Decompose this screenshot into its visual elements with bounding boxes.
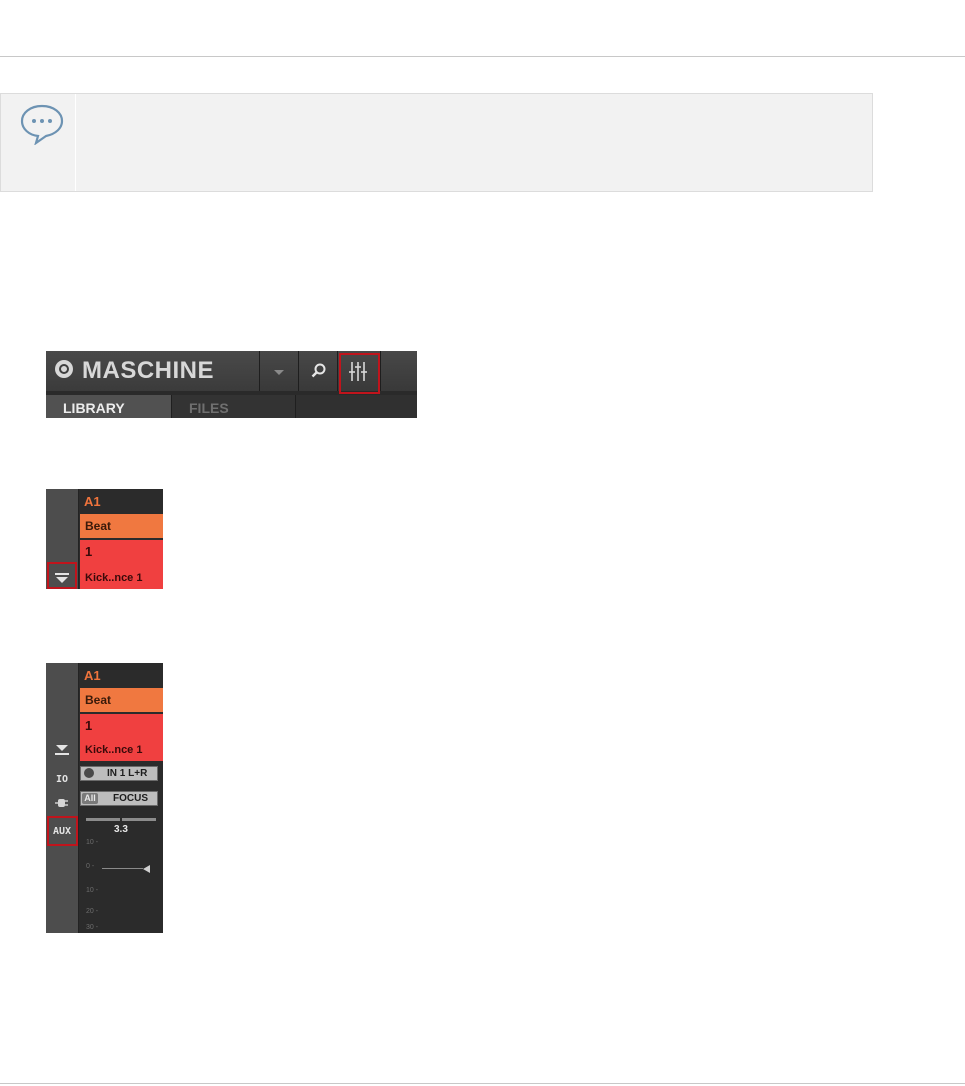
sound-number: 1 xyxy=(85,718,93,733)
side-strip xyxy=(46,663,79,933)
level-meter-right xyxy=(122,818,156,821)
group-slot[interactable]: Beat xyxy=(80,514,163,538)
search-icon xyxy=(311,363,326,378)
group-label: A1 xyxy=(84,668,101,683)
io-tab[interactable]: IO xyxy=(55,774,69,785)
mixer-button[interactable] xyxy=(338,351,381,394)
plug-icon[interactable] xyxy=(55,797,69,809)
group-label: A1 xyxy=(84,494,101,509)
note-box xyxy=(0,93,873,192)
tab-empty xyxy=(295,395,417,418)
speech-bubble-icon xyxy=(20,104,64,145)
dropdown-button[interactable] xyxy=(260,351,299,391)
sound-slot[interactable]: 1 Kick..nce 1 xyxy=(80,540,163,589)
mixer-strip-collapsed: A1 Beat 1 Kick..nce 1 xyxy=(46,489,163,589)
scale-tick: 20 - xyxy=(86,908,99,915)
mixer-strip-expanded: A1 Beat 1 Kick..nce 1 IO AUX IN 1 L+R Al… xyxy=(46,663,163,933)
tab-library[interactable]: LIBRARY xyxy=(46,395,171,418)
all-button[interactable]: All xyxy=(82,793,98,804)
mixer-icon xyxy=(349,362,367,381)
side-strip xyxy=(46,489,79,589)
input-selector[interactable]: IN 1 L+R xyxy=(80,766,158,781)
search-button[interactable] xyxy=(299,351,338,391)
volume-fader-thumb[interactable] xyxy=(143,865,150,873)
logo-text: MASCHINE xyxy=(82,357,215,384)
volume-fader-line xyxy=(102,868,143,869)
scale-tick: 30 - xyxy=(86,924,99,931)
maschine-logo[interactable]: MASCHINE xyxy=(46,351,260,391)
sound-name: Kick..nce 1 xyxy=(85,572,143,584)
sound-number: 1 xyxy=(85,544,93,559)
focus-label: FOCUS xyxy=(113,793,148,804)
highlight-mixer xyxy=(339,353,380,394)
browser-tab-bar: LIBRARY FILES xyxy=(46,395,417,418)
group-slot[interactable]: Beat xyxy=(80,688,163,712)
aux-tab[interactable]: AUX xyxy=(52,826,72,837)
scale-tick: 10 - xyxy=(86,839,99,846)
level-meter-left xyxy=(86,818,120,821)
collapse-arrow-icon[interactable] xyxy=(55,573,69,585)
highlight-collapse xyxy=(47,562,77,589)
note-icon-column xyxy=(1,94,76,191)
logo-circle-icon xyxy=(55,360,73,378)
sound-name: Kick..nce 1 xyxy=(85,744,143,756)
scale-tick: 0 - xyxy=(86,863,95,870)
sound-slot[interactable]: 1 Kick..nce 1 xyxy=(80,714,163,761)
input-label: IN 1 L+R xyxy=(107,768,148,779)
scale-tick: 10 - xyxy=(86,887,99,894)
input-knob-icon xyxy=(84,768,94,778)
collapse-arrow-icon[interactable] xyxy=(55,745,69,757)
tab-files[interactable]: FILES xyxy=(171,395,295,418)
header-blank-area xyxy=(381,351,417,391)
focus-selector[interactable]: All FOCUS xyxy=(80,791,158,806)
bottom-rule xyxy=(0,1083,965,1084)
highlight-aux xyxy=(47,816,78,846)
top-rule xyxy=(0,56,965,57)
dropdown-arrow-icon xyxy=(274,370,284,375)
meter-value: 3.3 xyxy=(114,824,128,835)
maschine-header: MASCHINE LIBRARY FILES xyxy=(46,351,417,418)
